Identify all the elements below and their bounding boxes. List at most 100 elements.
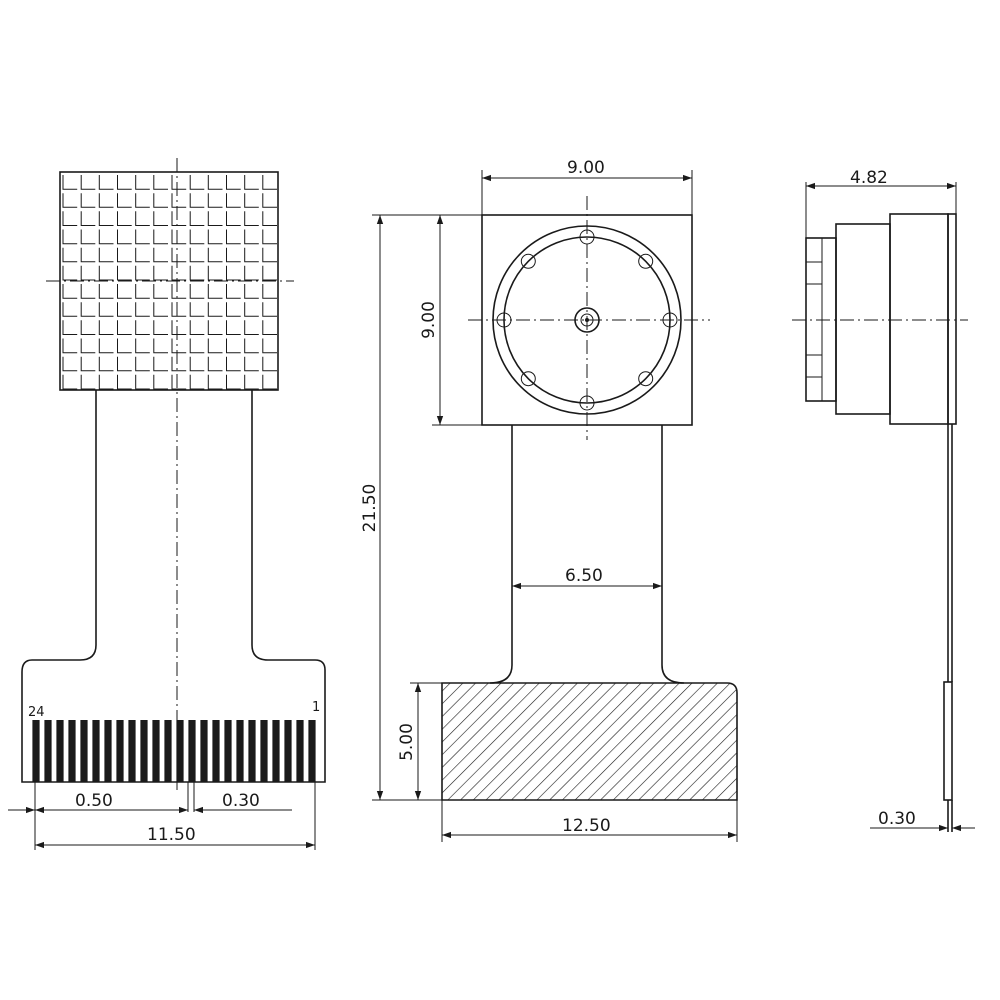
- grid-cell: [207, 229, 223, 245]
- grid-cell: [171, 247, 187, 263]
- connector-pin: [176, 720, 184, 782]
- grid-cell: [98, 265, 114, 281]
- grid-cell: [244, 175, 259, 190]
- grid-cell: [98, 302, 114, 317]
- grid-cell: [135, 284, 150, 299]
- connector-pin: [68, 720, 76, 782]
- grid-cell: [62, 175, 78, 190]
- connector-pin: [236, 720, 244, 782]
- grid-cell: [135, 247, 150, 263]
- grid-cell: [98, 211, 114, 226]
- grid-cell: [153, 175, 168, 190]
- grid-cell: [262, 265, 277, 281]
- connector-pin: [104, 720, 112, 782]
- grid-cell: [117, 284, 132, 299]
- grid-cell: [153, 211, 168, 226]
- lens-holder-side: [835, 223, 891, 415]
- dim-connector-span: 11.50: [147, 825, 196, 845]
- grid-cell: [62, 265, 78, 281]
- grid-cell: [98, 193, 114, 208]
- grid-cell: [207, 338, 223, 354]
- grid-cell: [153, 229, 168, 245]
- grid-cell: [117, 302, 132, 317]
- dim-module-depth: 4.82: [850, 168, 888, 188]
- grid-cell: [189, 356, 205, 372]
- grid-cell: [189, 229, 205, 245]
- grid-cell: [244, 338, 259, 354]
- grid-cell: [117, 356, 132, 372]
- grid-cell: [153, 374, 168, 390]
- connector-pin: [188, 720, 196, 782]
- grid-cell: [62, 211, 78, 226]
- flex-cable-front: [489, 425, 685, 684]
- grid-cell: [262, 338, 277, 354]
- grid-cell: [226, 175, 241, 190]
- grid-cell: [226, 247, 241, 263]
- grid-cell: [244, 229, 259, 245]
- grid-cell: [171, 265, 187, 281]
- grid-cell: [244, 374, 259, 390]
- grid-cell: [262, 229, 277, 245]
- grid-cell: [244, 247, 259, 263]
- grid-cell: [189, 211, 205, 226]
- grid-cell: [153, 265, 168, 281]
- grid-cell: [244, 356, 259, 372]
- grid-cell: [117, 229, 132, 245]
- grid-cell: [262, 320, 277, 335]
- dim-module-width: 9.00: [567, 158, 605, 178]
- connector-pin: [200, 720, 208, 782]
- grid-cell: [262, 193, 277, 208]
- grid-cell: [80, 211, 96, 226]
- connector-stiffener: [441, 682, 738, 801]
- grid-cell: [62, 302, 78, 317]
- grid-cell: [171, 284, 187, 299]
- grid-cell: [98, 284, 114, 299]
- lens-tab: [638, 371, 654, 387]
- dim-module-height: 9.00: [419, 301, 439, 339]
- grid-cell: [80, 193, 96, 208]
- connector-pin: [212, 720, 220, 782]
- grid-cell: [189, 374, 205, 390]
- grid-cell: [207, 247, 223, 263]
- grid-cell: [98, 356, 114, 372]
- lens-tab: [638, 253, 654, 269]
- grid-cell: [207, 302, 223, 317]
- grid-cell: [189, 175, 205, 190]
- grid-cell: [171, 302, 187, 317]
- connector-pin: [308, 720, 316, 782]
- connector-pin: [80, 720, 88, 782]
- grid-cell: [62, 229, 78, 245]
- grid-cell: [135, 320, 150, 335]
- flex-cable-side: [947, 213, 957, 425]
- dim-total-length: 21.50: [360, 484, 380, 533]
- grid-cell: [226, 338, 241, 354]
- housing-side: [889, 213, 949, 425]
- grid-cell: [244, 193, 259, 208]
- grid-cell: [226, 265, 241, 281]
- grid-cell: [62, 247, 78, 263]
- grid-cell: [135, 175, 150, 190]
- grid-cell: [207, 356, 223, 372]
- grid-cell: [262, 284, 277, 299]
- grid-cell: [189, 284, 205, 299]
- grid-cell: [189, 338, 205, 354]
- grid-cell: [189, 302, 205, 317]
- connector-pin: [56, 720, 64, 782]
- grid-cell: [171, 374, 187, 390]
- connector-pins: [32, 720, 316, 782]
- connector-pin: [260, 720, 268, 782]
- grid-cell: [98, 175, 114, 190]
- stiffener-side: [943, 681, 953, 801]
- dim-pin-width: 0.30: [222, 791, 260, 811]
- grid-cell: [80, 374, 96, 390]
- grid-cell: [153, 356, 168, 372]
- grid-cell: [207, 320, 223, 335]
- grid-cell: [135, 193, 150, 208]
- grid-cell: [171, 338, 187, 354]
- grid-cell: [117, 320, 132, 335]
- connector-pin: [248, 720, 256, 782]
- grid-cell: [117, 338, 132, 354]
- grid-cell: [207, 265, 223, 281]
- grid-cell: [189, 193, 205, 208]
